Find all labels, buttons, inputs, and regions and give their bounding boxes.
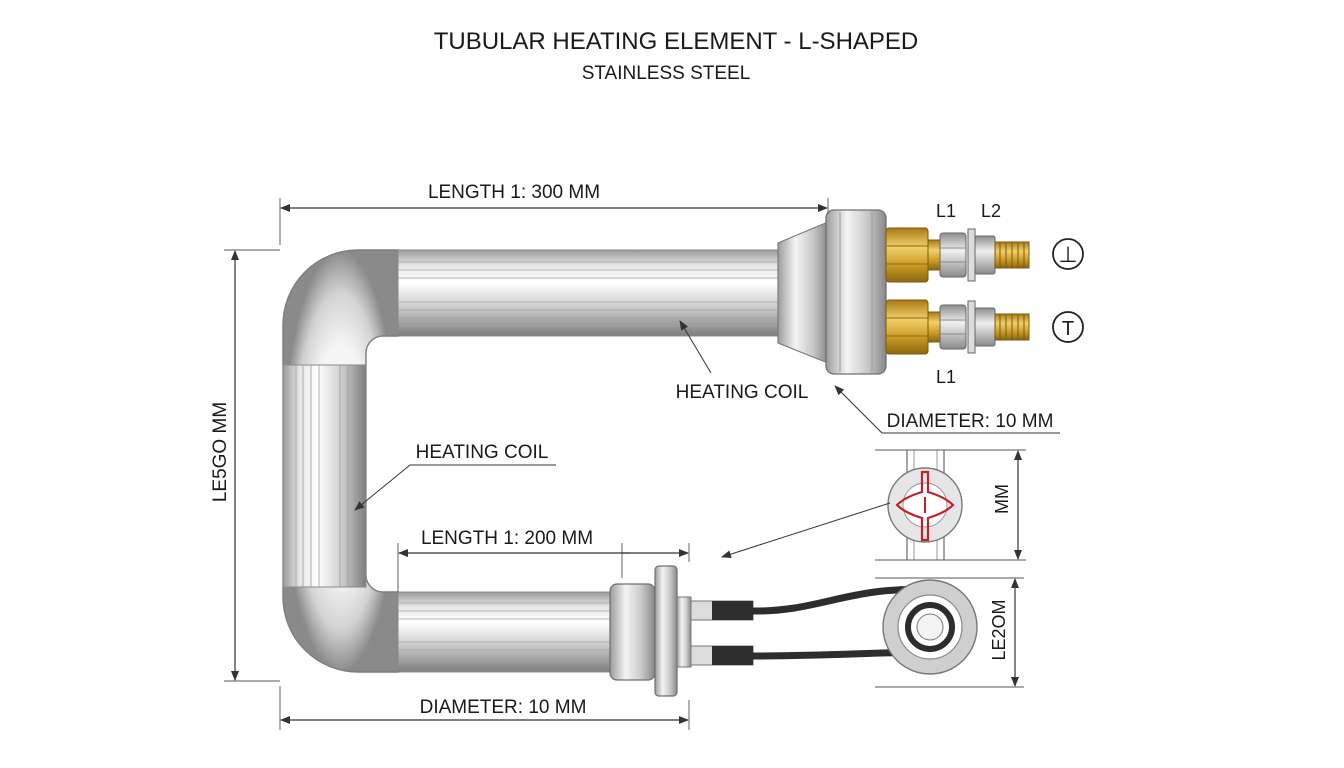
dimension-bottom-diameter: DIAMETER: 10 MM xyxy=(279,686,690,730)
diagram-subtitle: STAINLESS STEEL xyxy=(582,63,751,84)
bottom-flange-head xyxy=(609,565,692,697)
diameter-bottom-label: DIAMETER: 10 MM xyxy=(420,697,587,718)
cross-section-detail xyxy=(887,450,963,560)
diagram-title: TUBULAR HEATING ELEMENT - L-SHAPED xyxy=(434,28,919,55)
diameter-right-label: DIAMETER: 10 MM xyxy=(887,411,1054,432)
dimension-bottom-length: LENGTH 1: 200 MM xyxy=(397,528,690,592)
terminal-label-l1-bottom: L1 xyxy=(936,367,956,387)
callout-heating-coil-right: HEATING COIL xyxy=(676,320,809,403)
coil-end-label: LE2OM xyxy=(989,599,1009,660)
length-top-label: LENGTH 1: 300 MM xyxy=(428,182,600,203)
heating-coil-right-label: HEATING COIL xyxy=(676,382,809,403)
dimension-detail-height: MM xyxy=(875,449,1026,561)
top-coil-section xyxy=(397,249,781,337)
terminal-label-l2-top: L2 xyxy=(981,201,1001,221)
dimension-vertical: LE5GO MM xyxy=(210,249,280,682)
coil-end-detail xyxy=(882,579,978,675)
svg-text:T: T xyxy=(1062,318,1074,340)
terminal-label-l1-top: L1 xyxy=(936,201,956,221)
heating-coil-left-label: HEATING COIL xyxy=(416,442,549,463)
steel-tube xyxy=(282,249,781,673)
terminal-lower xyxy=(885,299,1030,355)
length-bottom-label: LENGTH 1: 200 MM xyxy=(421,528,593,549)
vertical-length-label: LE5GO MM xyxy=(210,402,231,502)
ground-symbol-top-icon: ⊥ xyxy=(1052,238,1084,270)
dimension-top-length: LENGTH 1: 300 MM xyxy=(279,182,829,245)
callout-detail-arrow xyxy=(721,502,891,559)
detail-height-label: MM xyxy=(992,484,1012,514)
callout-heating-coil-left: HEATING COIL xyxy=(354,442,556,511)
callout-diameter-right: DIAMETER: 10 MM xyxy=(834,385,1060,434)
svg-text:⊥: ⊥ xyxy=(1058,242,1077,267)
vertical-coil-section xyxy=(282,364,367,588)
bottom-coil-section xyxy=(397,591,614,673)
seal-red-element xyxy=(895,470,955,542)
ground-symbol-bottom-icon: T xyxy=(1052,311,1084,343)
dimension-coil-end: LE2OM xyxy=(875,577,1024,688)
terminal-upper xyxy=(885,227,1030,283)
top-flange-head xyxy=(777,209,887,375)
